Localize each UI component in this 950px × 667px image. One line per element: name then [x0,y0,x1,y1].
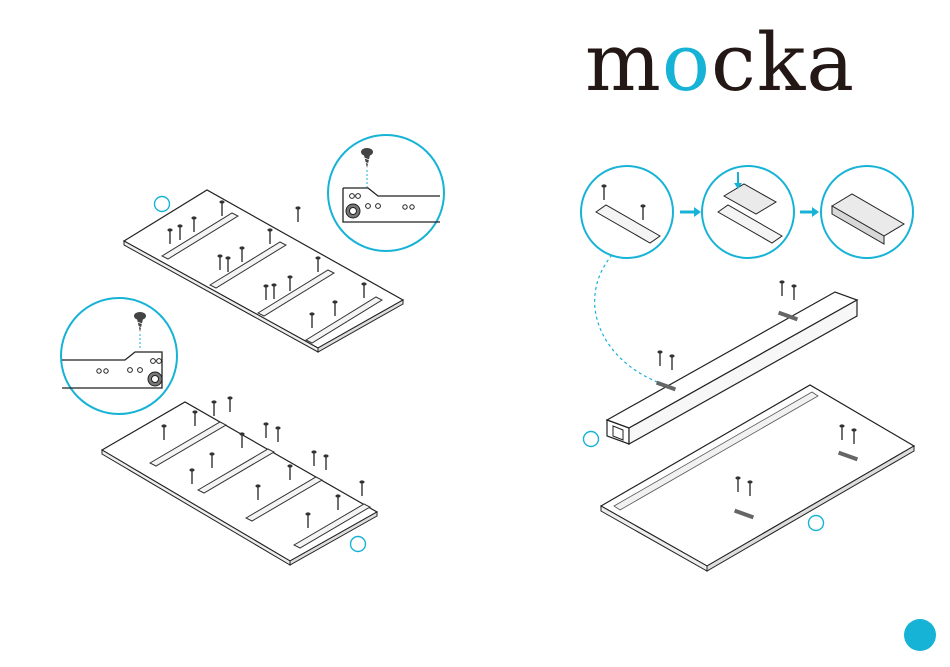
callout-circle-icon [155,197,170,212]
bracket-step-1 [581,166,673,258]
page-indicator-icon [904,619,936,651]
logo-prefix: m [585,16,662,109]
zoom-detail-top [328,135,444,251]
bracket-step-3 [821,166,913,258]
bracket-step-2 [702,166,794,258]
panel-bottom-left [102,396,377,565]
logo-accent-letter: o [662,16,711,109]
brand-logo: mocka [585,18,855,108]
arrow-right-icon [800,207,819,217]
arrow-right-icon [680,207,701,217]
logo-suffix: cka [711,16,855,109]
zoom-detail-left [61,298,177,414]
